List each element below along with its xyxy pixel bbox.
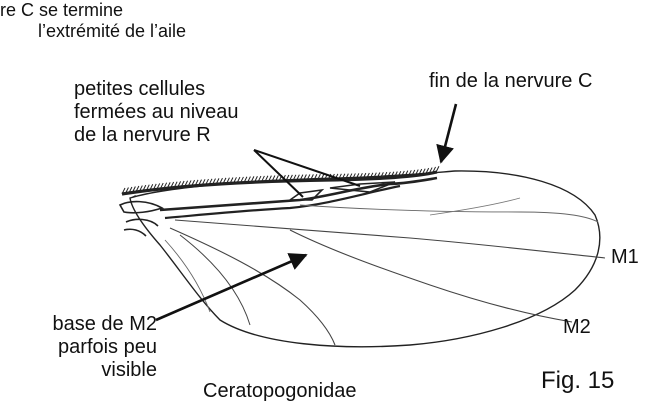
closed-cells-line-1: petites cellules bbox=[74, 78, 239, 101]
costa-note-line-2: l’extrémité de l’aile bbox=[38, 21, 186, 42]
label-closed-cells: petites cellules fermées au niveau de la… bbox=[74, 78, 239, 147]
label-m2: M2 bbox=[563, 316, 591, 339]
arrow-costa-end bbox=[441, 104, 456, 162]
label-costa-note: re C se termine l’extrémité de l’aile bbox=[0, 0, 186, 41]
costa-note-line-1: re C se termine bbox=[0, 0, 186, 21]
label-costa-end: fin de la nervure C bbox=[429, 70, 592, 93]
m2-base-line-2: parfois peu bbox=[5, 336, 157, 359]
m2-base-line-1: base de M2 bbox=[5, 313, 157, 336]
wing-outline bbox=[130, 171, 600, 347]
closed-cells-line-2: fermées au niveau bbox=[74, 101, 239, 124]
m2-base-line-3: visible bbox=[5, 359, 157, 382]
figure-label: Fig. 15 bbox=[541, 367, 614, 395]
closed-cells-line-3: de la nervure R bbox=[74, 124, 239, 147]
costa-seta bbox=[436, 166, 439, 172]
label-m2-base: base de M2 parfois peu visible bbox=[5, 313, 157, 382]
label-m1: M1 bbox=[611, 246, 639, 269]
family-name: Ceratopogonidae bbox=[203, 380, 356, 403]
